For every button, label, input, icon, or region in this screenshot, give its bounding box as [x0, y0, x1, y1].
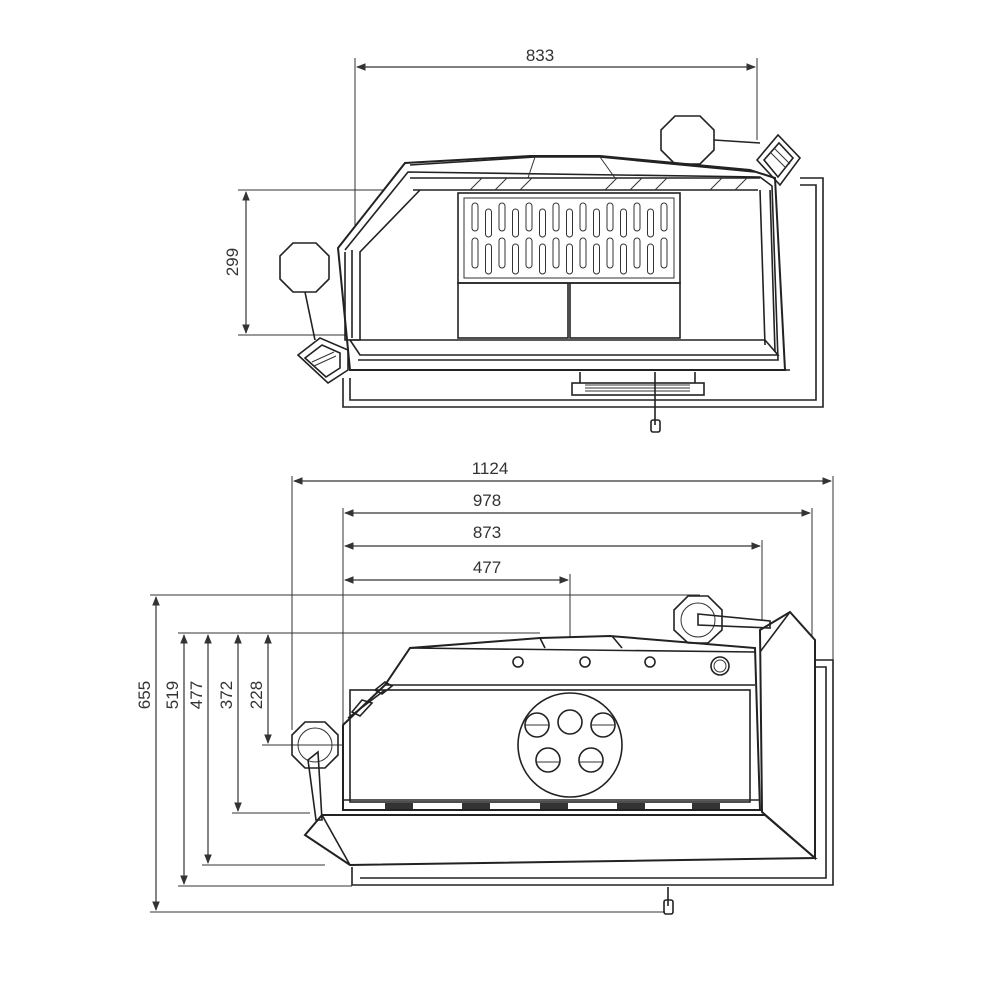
dimension-label-228: 228: [247, 681, 266, 709]
grate-slot: [539, 208, 546, 238]
dimension-978: 978: [342, 491, 813, 725]
corner-bracket-left: [296, 337, 349, 385]
dimension-label-1124: 1124: [472, 459, 509, 478]
grate-slot: [525, 237, 533, 269]
bolt: [710, 656, 730, 676]
grate-slot: [579, 202, 587, 232]
dimension-label-655: 655: [135, 681, 154, 709]
dimension-label-978: 978: [473, 491, 501, 510]
flue-collar-left: [279, 242, 330, 293]
dimension-label-833: 833: [526, 46, 554, 65]
dimension-label-477-vertical: 477: [187, 681, 206, 709]
corner-bracket-right: [755, 133, 802, 187]
bolt: [579, 656, 591, 668]
dimension-label-873: 873: [473, 523, 501, 542]
dimension-label-299: 299: [223, 248, 242, 276]
grate-slot: [593, 208, 600, 238]
grate-slots: [471, 202, 668, 275]
grate-slot: [647, 208, 654, 238]
flue-collar-right: [660, 115, 715, 165]
grate-slot: [593, 243, 600, 275]
bolt: [644, 656, 656, 668]
grate-slot: [471, 202, 479, 232]
bolt: [512, 656, 524, 668]
dimension-655: 655: [135, 594, 700, 913]
dimension-519: 519: [163, 632, 540, 887]
grate-slot: [660, 237, 668, 269]
air-vent: [517, 692, 623, 798]
top-view: 833 299: [223, 46, 824, 433]
grate-slot: [633, 202, 641, 232]
grate-slot: [579, 237, 587, 269]
grate-slot: [552, 202, 560, 232]
grate-slot: [552, 237, 560, 269]
dimension-873: 873: [344, 523, 763, 620]
grate-slot: [525, 202, 533, 232]
dimension-372: 372: [217, 634, 310, 814]
grate-slot: [512, 243, 519, 275]
front-view: 1124 978 873 477 655 51: [135, 459, 834, 915]
dimension-label-477-horizontal: 477: [473, 558, 501, 577]
flue-collar-left-front: [291, 721, 339, 821]
grate-slot: [498, 202, 506, 232]
dimension-label-372: 372: [217, 681, 236, 709]
grate-slot: [471, 237, 479, 269]
grate-slot: [620, 243, 627, 275]
grate-slot: [512, 208, 519, 238]
flue-collar-right-front: [673, 595, 771, 644]
grate-slot: [660, 202, 668, 232]
grate-slot: [566, 243, 573, 275]
grate-slot: [485, 243, 492, 275]
grate-slot: [539, 243, 546, 275]
dimension-1124: 1124: [291, 459, 834, 730]
grate-slot: [485, 208, 492, 238]
grate-slot: [498, 237, 506, 269]
grate-slot: [647, 243, 654, 275]
dimension-label-519: 519: [163, 681, 182, 709]
grate-slot: [606, 202, 614, 232]
grate-slot: [620, 208, 627, 238]
grate-slot: [606, 237, 614, 269]
dimension-477-vertical: 477: [187, 634, 325, 866]
grate-slot: [566, 208, 573, 238]
grate-slot: [633, 237, 641, 269]
